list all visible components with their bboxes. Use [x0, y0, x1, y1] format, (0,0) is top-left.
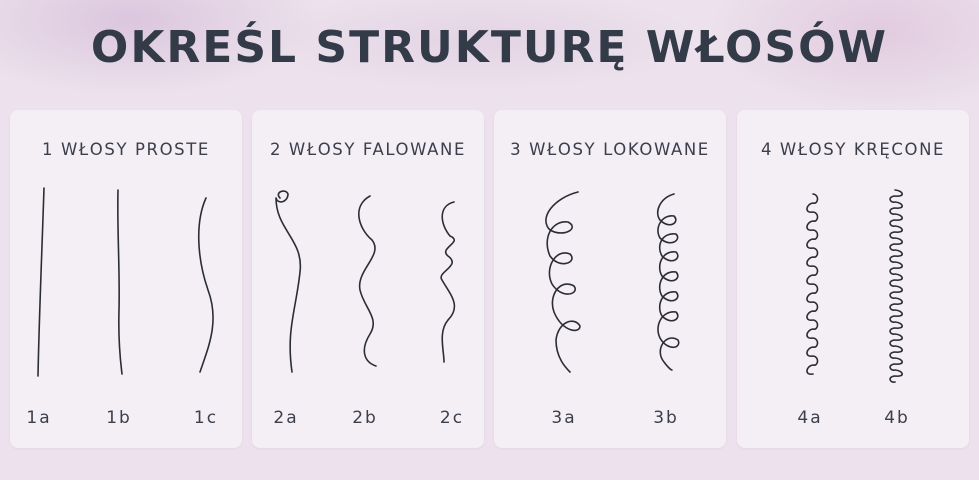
- hair-strand-3b: [656, 193, 680, 371]
- page-title: OKREŚL STRUKTURĘ WŁOSÓW: [90, 22, 889, 73]
- hair-strand-4a: [806, 193, 819, 375]
- card-wavy-hair: 2 WŁOSY FALOWANE 2a 2b 2c: [252, 110, 484, 448]
- hair-strand-1a: [37, 187, 45, 377]
- hair-strands-wavy: [275, 190, 456, 373]
- card-title: 1 WŁOSY PROSTE: [42, 140, 210, 159]
- type-label-2a: 2a: [273, 408, 299, 428]
- type-label-4b: 4b: [884, 408, 910, 428]
- hair-strand-1c: [197, 197, 214, 373]
- card-curly-hair: 3 WŁOSY LOKOWANE 3a 3b: [494, 110, 726, 448]
- card-title: 4 WŁOSY KRĘCONE: [760, 140, 946, 159]
- type-label-3a: 3a: [551, 408, 577, 428]
- type-label-1c: 1c: [193, 408, 219, 428]
- hair-strand-4b: [889, 189, 903, 383]
- type-label-2c: 2c: [439, 408, 465, 428]
- hair-strands-coily: [806, 189, 903, 383]
- type-label-4a: 4a: [797, 408, 823, 428]
- hair-strand-3a: [545, 191, 581, 373]
- card-straight-hair: 1 WŁOSY PROSTE 1a 1b 1c: [10, 110, 242, 448]
- hair-strand-1b: [117, 189, 123, 375]
- hair-strands-curly: [545, 191, 680, 373]
- hair-strands-straight: [37, 187, 214, 377]
- card-title: 3 WŁOSY LOKOWANE: [510, 140, 710, 159]
- card-coily-hair: 4 WŁOSY KRĘCONE 4a 4b: [737, 110, 969, 448]
- type-label-2b: 2b: [352, 408, 378, 428]
- hair-strand-2c: [440, 201, 456, 363]
- type-label-1b: 1b: [106, 408, 132, 428]
- card-title: 2 WŁOSY FALOWANE: [269, 140, 467, 159]
- hair-strand-2a: [275, 190, 302, 373]
- type-label-1a: 1a: [26, 408, 52, 428]
- type-label-3b: 3b: [653, 408, 679, 428]
- hair-strand-2b: [358, 195, 377, 367]
